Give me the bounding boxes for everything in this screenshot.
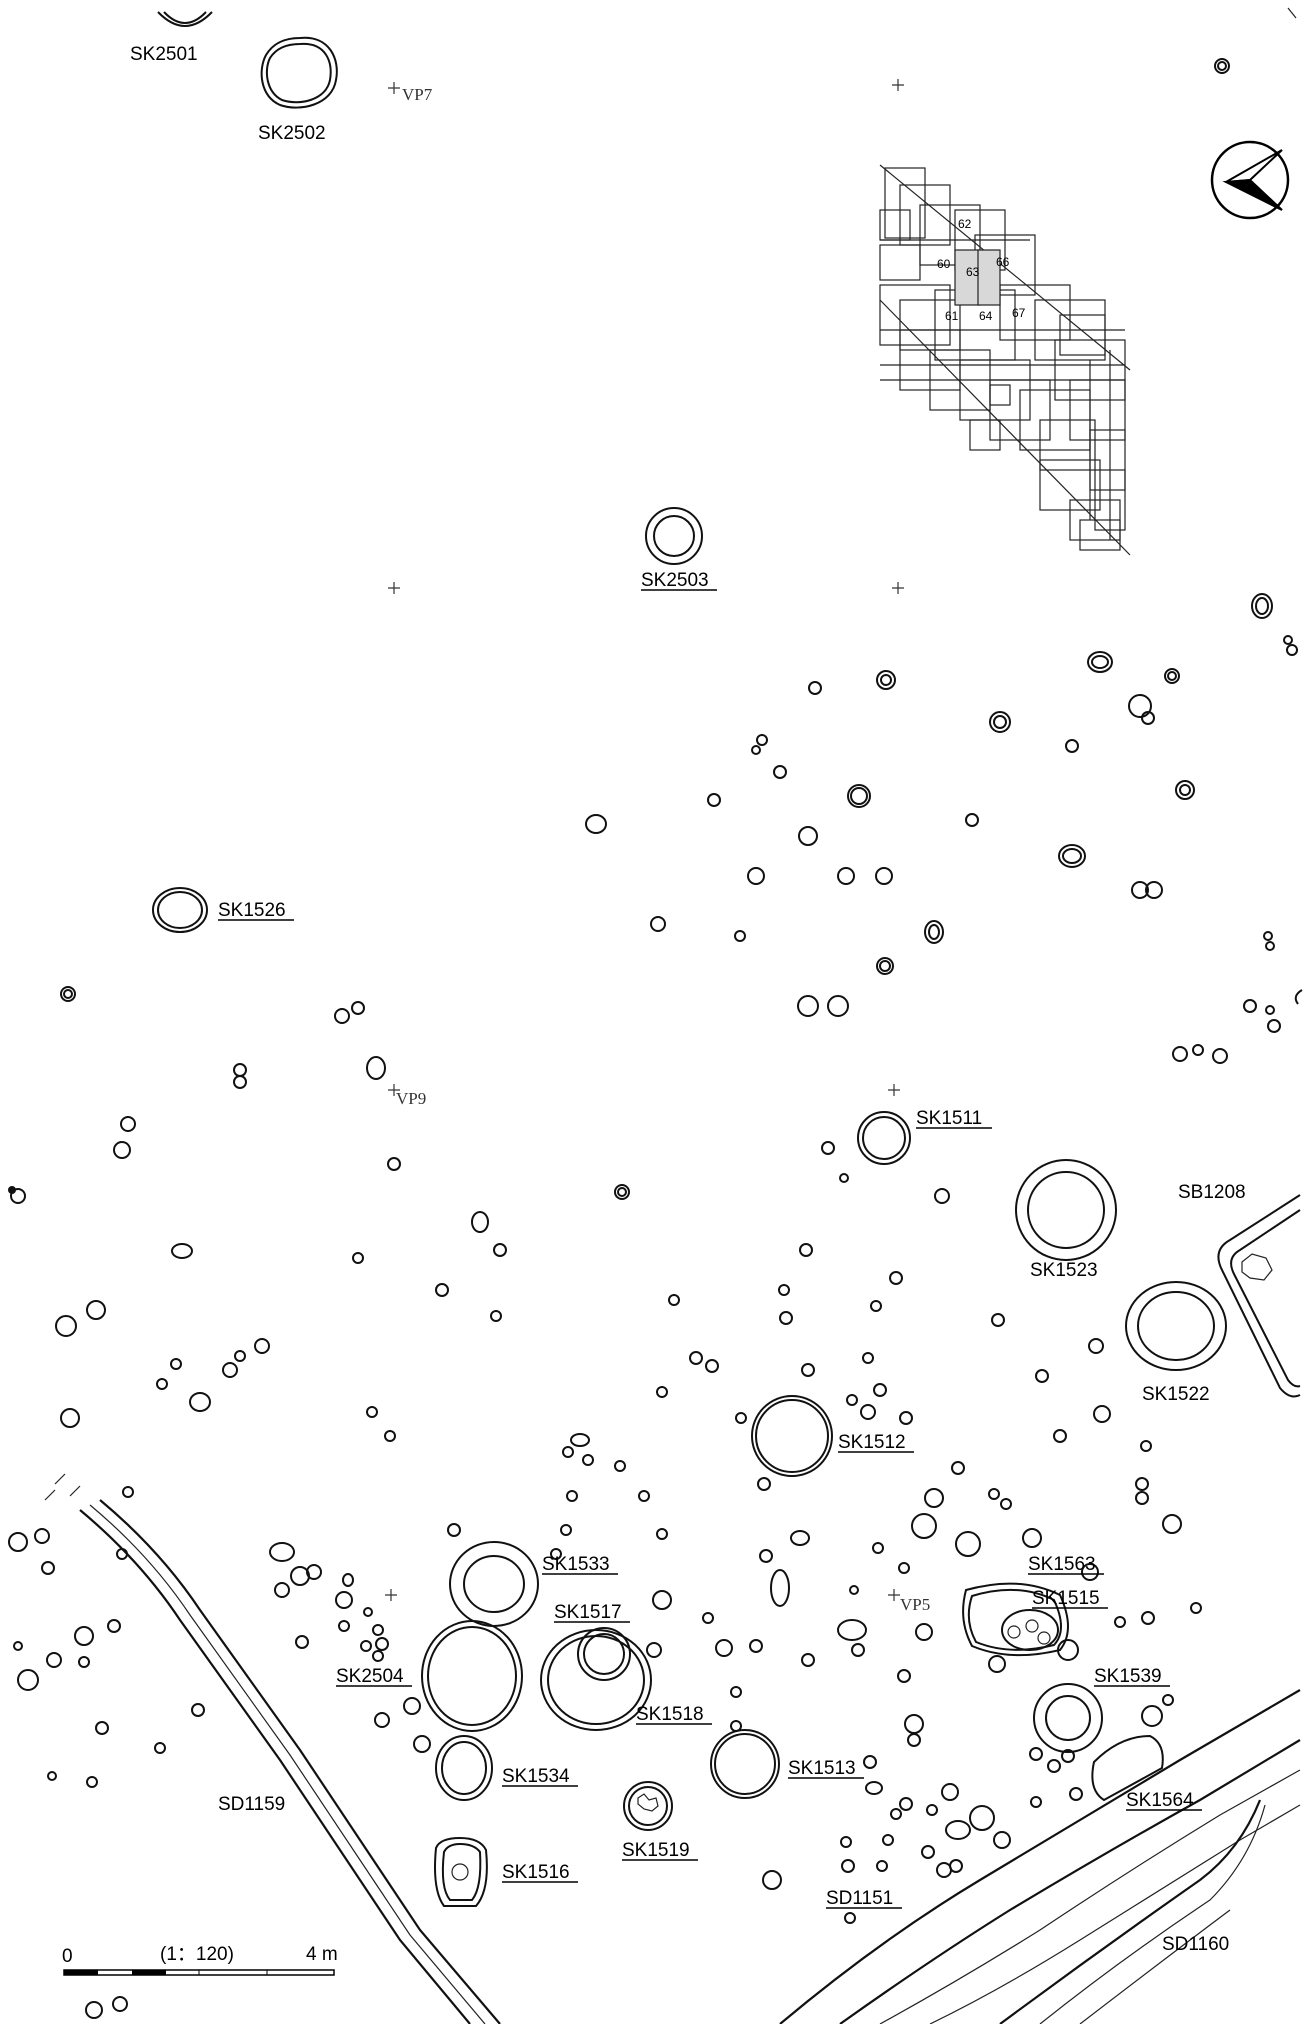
grid-number-62: 62	[958, 217, 972, 231]
pit-sk1534	[435, 1735, 493, 1801]
svg-text:SB1208: SB1208	[1178, 1182, 1246, 1203]
pit-sk1522	[1125, 1281, 1227, 1371]
pit-sk1515	[1001, 1609, 1059, 1651]
ditch-sd1160	[779, 1689, 1301, 2024]
label-sk2501: SK2501	[130, 44, 198, 65]
building-sb1208	[1217, 1194, 1301, 1398]
svg-text:SD1160: SD1160	[1162, 1934, 1229, 1955]
label-sk1519: SK1519	[622, 1840, 698, 1861]
scale-ratio: (1：120)	[160, 1944, 234, 1965]
pit-sk2504-large	[421, 1620, 523, 1732]
grid-number-60: 60	[937, 257, 951, 271]
svg-text:SK1539: SK1539	[1094, 1666, 1162, 1687]
label-sk1523: SK1523	[1030, 1260, 1098, 1281]
survey-point-vp7: VP7	[402, 85, 433, 104]
pit-sk1563	[962, 1582, 1069, 1657]
label-sk1513: SK1513	[788, 1758, 864, 1779]
svg-text:SK1534: SK1534	[502, 1766, 570, 1787]
ditch-sd1159	[44, 1473, 501, 2024]
label-sd1159: SD1159	[218, 1794, 285, 1815]
scale-zero: 0	[62, 1946, 73, 1967]
label-sk1539: SK1539	[1094, 1666, 1170, 1687]
label-sk1516: SK1516	[502, 1862, 578, 1883]
pit-sk1511	[857, 1111, 911, 1165]
label-sk1563: SK1563	[1028, 1554, 1104, 1575]
north-arrow-icon	[1210, 140, 1290, 220]
scale-length: 4 m	[306, 1944, 338, 1965]
svg-text:SK2504: SK2504	[336, 1666, 404, 1687]
grid-number-64: 64	[979, 309, 993, 323]
svg-text:SK1563: SK1563	[1028, 1554, 1096, 1575]
label-sd1151: SD1151	[826, 1888, 902, 1909]
survey-grid-crosses	[385, 79, 904, 1601]
svg-text:SK1511: SK1511	[916, 1108, 982, 1129]
pit-sk1517	[540, 1627, 652, 1731]
pit-sk1523	[1015, 1159, 1117, 1261]
label-sk1512: SK1512	[838, 1432, 914, 1453]
grid-number-67: 67	[1012, 306, 1026, 320]
svg-text:SD1151: SD1151	[826, 1888, 893, 1909]
svg-text:SK2503: SK2503	[641, 570, 709, 591]
feature-labels: SK2501 SK2502 SK2503 SK1526 SK1511 SB120…	[130, 44, 1246, 1955]
svg-text:SK1518: SK1518	[636, 1704, 704, 1725]
svg-text:SK2502: SK2502	[258, 123, 326, 144]
pit-sk1526	[152, 887, 208, 933]
grid-number-66: 66	[996, 255, 1010, 269]
label-sk1534: SK1534	[502, 1766, 578, 1787]
scale-bar: 0 (1：120) 4 m	[62, 1944, 338, 1976]
label-sk1533: SK1533	[542, 1554, 618, 1575]
svg-text:SK1564: SK1564	[1126, 1790, 1194, 1811]
pit-sk1564	[1091, 1734, 1164, 1802]
svg-text:SK1513: SK1513	[788, 1758, 856, 1779]
svg-text:SK1523: SK1523	[1030, 1260, 1098, 1281]
grid-square-diagram: 62 60 63 66 61 64 67	[879, 164, 1131, 556]
label-sb1208: SB1208	[1178, 1182, 1246, 1203]
label-sk2502: SK2502	[258, 123, 326, 144]
grid-number-61: 61	[945, 309, 959, 323]
svg-text:SK1516: SK1516	[502, 1862, 570, 1883]
svg-text:SK2501: SK2501	[130, 44, 198, 65]
pit-sk1516	[434, 1836, 488, 1907]
svg-text:SD1159: SD1159	[218, 1794, 285, 1815]
grid-number-63: 63	[966, 265, 980, 279]
pit-sk1519	[623, 1781, 673, 1831]
pit-sk1512	[751, 1395, 833, 1477]
pit-sk1533	[449, 1541, 539, 1627]
svg-text:SK1533: SK1533	[542, 1554, 610, 1575]
svg-text:SK1522: SK1522	[1142, 1384, 1210, 1405]
svg-text:SK1517: SK1517	[554, 1602, 622, 1623]
label-sk1526: SK1526	[218, 900, 294, 921]
label-sk2504: SK2504	[336, 1666, 412, 1687]
svg-text:SK1515: SK1515	[1032, 1588, 1100, 1609]
label-sd1160: SD1160	[1162, 1934, 1229, 1955]
label-sk1511: SK1511	[916, 1108, 992, 1129]
svg-text:SK1526: SK1526	[218, 900, 286, 921]
label-sk1518: SK1518	[636, 1704, 712, 1725]
label-sk1564: SK1564	[1126, 1790, 1202, 1811]
survey-point-vp5: VP5	[900, 1595, 930, 1614]
pit-sk2501	[157, 11, 213, 27]
pit-sk2503	[645, 507, 703, 565]
label-sk1522: SK1522	[1142, 1384, 1210, 1405]
svg-text:SK1519: SK1519	[622, 1840, 690, 1861]
svg-text:SK1512: SK1512	[838, 1432, 906, 1453]
pit-sk1539	[1033, 1683, 1103, 1753]
survey-point-vp9: VP9	[396, 1089, 426, 1108]
pit-sk1513	[710, 1729, 780, 1799]
label-sk1515: SK1515	[1032, 1588, 1108, 1609]
pit-sk2502	[260, 36, 338, 109]
label-sk1517: SK1517	[554, 1602, 630, 1623]
label-sk2503: SK2503	[641, 570, 717, 591]
post-holes	[8, 58, 1303, 2019]
